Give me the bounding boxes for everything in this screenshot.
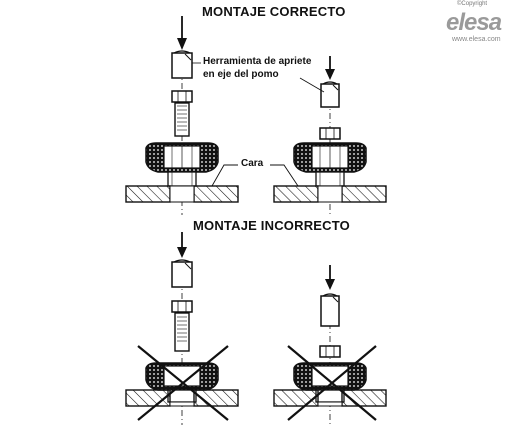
correct-assembly-right bbox=[273, 56, 387, 215]
title-incorrect-assembly: MONTAJE INCORRECTO bbox=[193, 218, 350, 233]
tightening-tool-icon bbox=[320, 293, 340, 327]
tool-label-line1: Herramienta de apriete bbox=[203, 56, 312, 67]
copyright-text: ©Copyright bbox=[457, 1, 488, 7]
down-arrow-icon bbox=[177, 16, 187, 50]
brand-logo: elesa bbox=[446, 9, 502, 36]
nut-icon bbox=[171, 90, 193, 103]
base-plate-icon bbox=[125, 185, 239, 203]
tightening-tool-icon bbox=[320, 81, 340, 108]
knob-icon bbox=[293, 142, 367, 187]
face-label: Cara bbox=[241, 158, 264, 169]
correct-assembly-left bbox=[125, 16, 239, 215]
nut-icon bbox=[171, 300, 193, 313]
down-arrow-icon bbox=[325, 56, 335, 80]
title-correct-assembly: MONTAJE CORRECTO bbox=[202, 4, 346, 19]
screw-icon bbox=[174, 102, 190, 137]
down-arrow-icon bbox=[325, 265, 335, 290]
tightening-tool-icon bbox=[171, 50, 193, 79]
incorrect-assembly-left bbox=[125, 232, 239, 425]
base-plate-icon bbox=[273, 185, 387, 203]
incorrect-assembly-right bbox=[273, 265, 387, 425]
knob-icon bbox=[145, 142, 219, 187]
brand-url: www.elesa.com bbox=[452, 36, 501, 43]
nut-icon bbox=[319, 127, 341, 140]
tightening-tool-icon bbox=[171, 259, 193, 288]
screw-icon bbox=[174, 312, 190, 352]
cross-out-x-icon bbox=[287, 345, 377, 421]
tool-label-line2: en eje del pomo bbox=[203, 69, 279, 80]
cross-out-x-icon bbox=[137, 345, 229, 421]
down-arrow-icon bbox=[177, 232, 187, 258]
face-leader-lines bbox=[211, 164, 299, 187]
nut-icon bbox=[319, 345, 341, 358]
